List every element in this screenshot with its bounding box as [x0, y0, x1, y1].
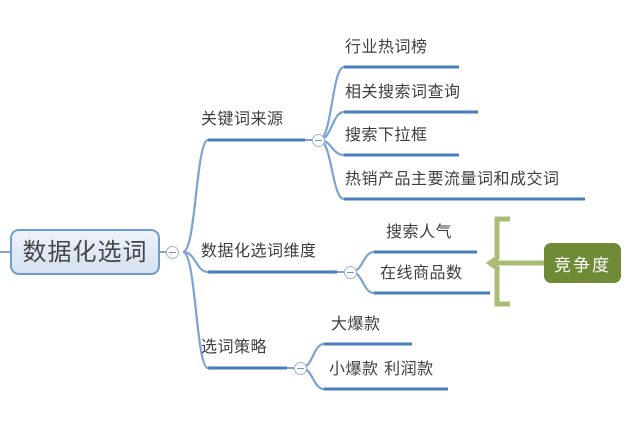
competition-badge[interactable]: 竞争度 — [544, 243, 621, 283]
minus-circle-icon-branch-3[interactable] — [294, 362, 307, 375]
branch-node-selection-strategy[interactable]: 选词策略 — [201, 337, 268, 356]
minus-circle-icon-branch-1[interactable] — [312, 134, 325, 147]
leaf-node-related-search-query[interactable]: 相关搜索词查询 — [345, 82, 461, 101]
leaf-node-online-product-count[interactable]: 在线商品数 — [380, 263, 463, 282]
leaf-node-big-hit-product[interactable]: 大爆款 — [331, 314, 381, 333]
leaf-node-hot-product-traffic-words[interactable]: 热销产品主要流量词和成交词 — [345, 169, 560, 188]
leaf-node-small-hit-profit-product[interactable]: 小爆款 利润款 — [329, 359, 434, 378]
root-node[interactable]: 数据化选词 — [10, 229, 160, 275]
branch-node-selection-dimensions[interactable]: 数据化选词维度 — [201, 241, 317, 260]
leaf-node-search-popularity[interactable]: 搜索人气 — [386, 222, 453, 241]
minus-circle-icon-root[interactable] — [166, 246, 179, 259]
branch-node-keyword-sources[interactable]: 关键词来源 — [201, 109, 284, 128]
leaf-node-industry-hot-words[interactable]: 行业热词榜 — [345, 37, 428, 56]
connector-b1-leaf-1 — [318, 65, 345, 142]
minus-circle-icon-branch-2[interactable] — [344, 266, 357, 279]
leaf-node-search-dropdown[interactable]: 搜索下拉框 — [345, 125, 428, 144]
connector-root-to-branch-1 — [182, 138, 210, 254]
connector-b1-leaf-4 — [318, 138, 345, 201]
curly-bracket-icon — [485, 216, 510, 307]
